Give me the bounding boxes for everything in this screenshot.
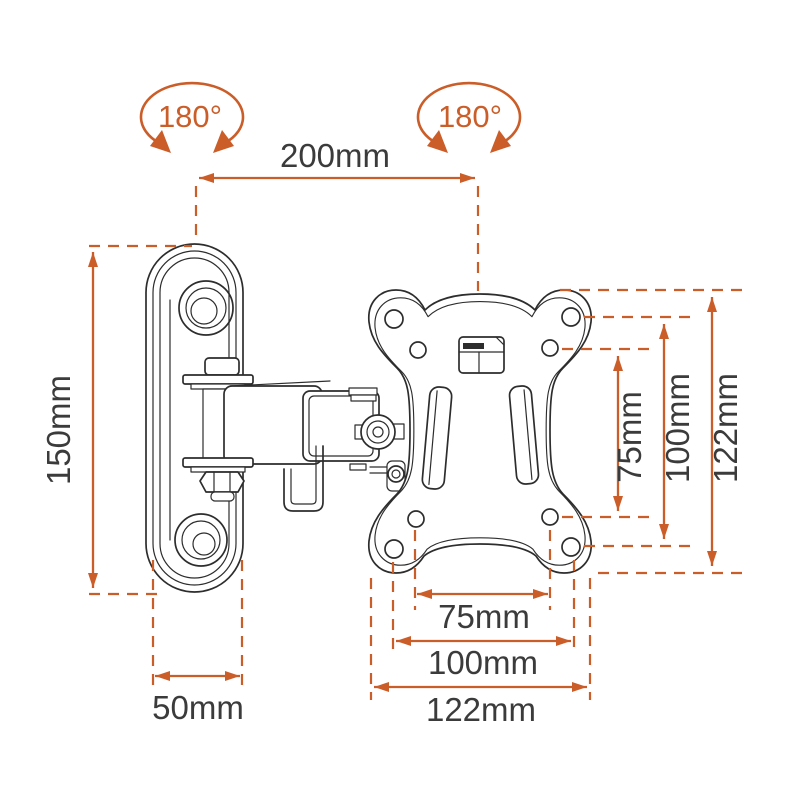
dimension-wall-plate-width: 50mm xyxy=(151,560,244,726)
dimension-arm-span: 200mm xyxy=(194,137,480,291)
hinge-top-flange xyxy=(182,374,254,385)
vesa-slot-left xyxy=(421,386,453,490)
arm-pivot-joint xyxy=(354,414,405,450)
dimension-vesa-horizontal-inner: 75mm xyxy=(413,530,552,635)
arm-lower-pivot xyxy=(369,460,406,492)
rotation-arrowhead-icon xyxy=(213,130,234,153)
dimension-vesa-horizontal-outer: 100mm xyxy=(391,560,576,681)
vesa-horizontal-outer-label: 100mm xyxy=(428,644,538,681)
vesa-hole-inner-bottom-right xyxy=(541,508,559,526)
wall-plate-width-label: 50mm xyxy=(152,689,244,726)
vesa-hole-outer-bottom-left xyxy=(384,539,404,559)
arm-top-face-edge xyxy=(229,380,331,387)
rotation-arc-left-icon xyxy=(139,81,245,147)
tilt-tab-upper xyxy=(348,387,378,396)
cable-clip-hook xyxy=(283,445,324,512)
articulating-arm xyxy=(182,357,406,512)
arm-span-label: 200mm xyxy=(280,137,390,174)
vesa-plate-inner-contour xyxy=(374,297,586,566)
rotation-indicator-right: 180° xyxy=(416,81,522,153)
vesa-plate-height-label: 122mm xyxy=(707,373,744,483)
tilt-tab-upper-2 xyxy=(350,394,377,402)
vesa-hole-inner-bottom-left xyxy=(407,510,425,528)
vesa-slot-right xyxy=(508,385,540,485)
quick-release-clip xyxy=(458,336,505,374)
vesa-vertical-inner-label: 75mm xyxy=(611,391,648,483)
dimension-wall-plate-height: 150mm xyxy=(40,244,192,596)
hinge-hex-nut xyxy=(199,471,245,502)
vesa-plate xyxy=(368,289,592,574)
dimension-vesa-plate-height: 122mm xyxy=(560,288,746,575)
wall-plate-height-label: 150mm xyxy=(40,375,77,485)
vesa-hole-outer-top-left xyxy=(384,309,404,329)
vesa-hole-outer-bottom-right xyxy=(561,537,581,557)
vesa-hole-inner-top-left xyxy=(409,341,427,359)
dimension-vesa-vertical-outer: 100mm xyxy=(584,315,696,548)
wall-plate-top-screw-hole xyxy=(178,280,234,336)
vesa-hole-outer-top-right xyxy=(561,307,581,327)
tilt-tab-lower xyxy=(349,463,367,471)
wall-plate xyxy=(145,243,244,593)
hinge-pin-cap xyxy=(204,357,240,376)
vesa-hole-inner-top-right xyxy=(541,339,559,357)
rotation-arrowhead-icon xyxy=(150,130,171,153)
dimension-vesa-plate-width: 122mm xyxy=(369,578,592,728)
wall-plate-bottom-screw-hole xyxy=(174,513,228,567)
rotation-right-label: 180° xyxy=(438,99,502,134)
rotation-indicator-left: 180° xyxy=(139,81,245,153)
vesa-plate-width-label: 122mm xyxy=(426,691,536,728)
rotation-arrowhead-icon xyxy=(427,130,448,153)
rotation-arrowhead-icon xyxy=(490,130,511,153)
hinge-bottom-flange xyxy=(182,457,254,468)
rotation-arc-right-icon xyxy=(416,81,522,147)
vesa-plate-outer-contour xyxy=(368,289,592,574)
dimension-vesa-vertical-inner: 75mm xyxy=(562,347,650,519)
vesa-horizontal-inner-label: 75mm xyxy=(438,598,530,635)
rotation-left-label: 180° xyxy=(158,99,222,134)
vesa-vertical-outer-label: 100mm xyxy=(659,373,696,483)
